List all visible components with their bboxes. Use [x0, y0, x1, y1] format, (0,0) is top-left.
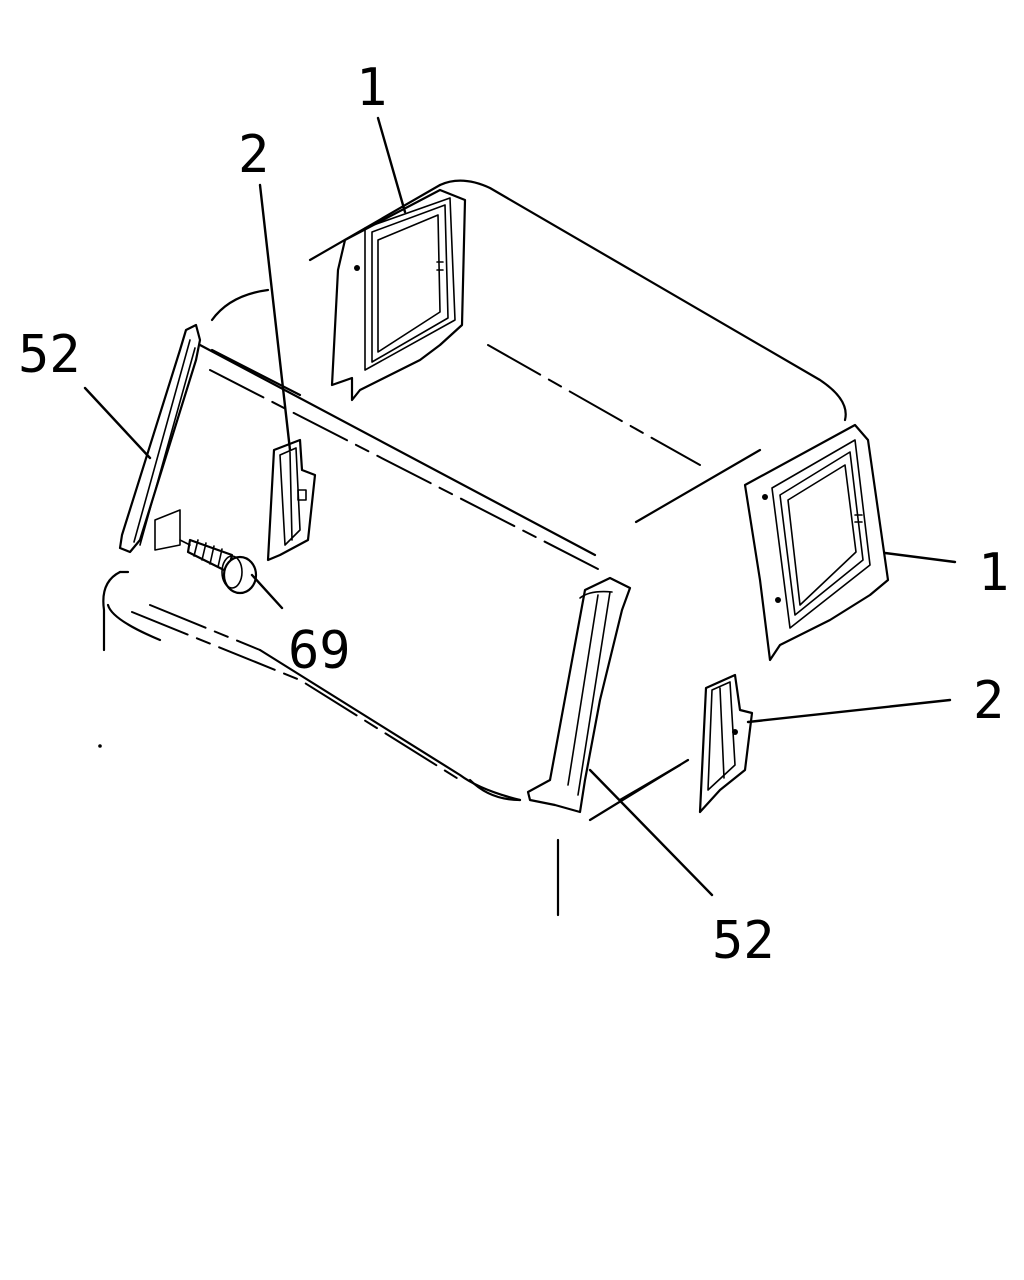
callout-1-top: 1: [356, 58, 387, 118]
callout-52-bottom: 52: [712, 911, 775, 971]
rear-quarter-window-panel-top: [330, 188, 467, 402]
pillar-trim-left: [266, 438, 317, 562]
callout-69: 69: [288, 621, 351, 681]
screw-clip: [154, 509, 258, 595]
a-pillar-trim-center: [526, 576, 632, 814]
callout-2-right: 2: [973, 671, 1004, 731]
callout-2-top: 2: [238, 125, 269, 185]
roof-outline: [98, 179, 847, 917]
callout-1-right: 1: [978, 543, 1009, 603]
callout-52-left: 52: [18, 325, 81, 385]
pillar-trim-right: [698, 673, 754, 814]
a-pillar-trim-left: [118, 323, 202, 554]
rear-quarter-window-panel-right: [743, 423, 890, 662]
leader-lines: [83, 116, 957, 897]
